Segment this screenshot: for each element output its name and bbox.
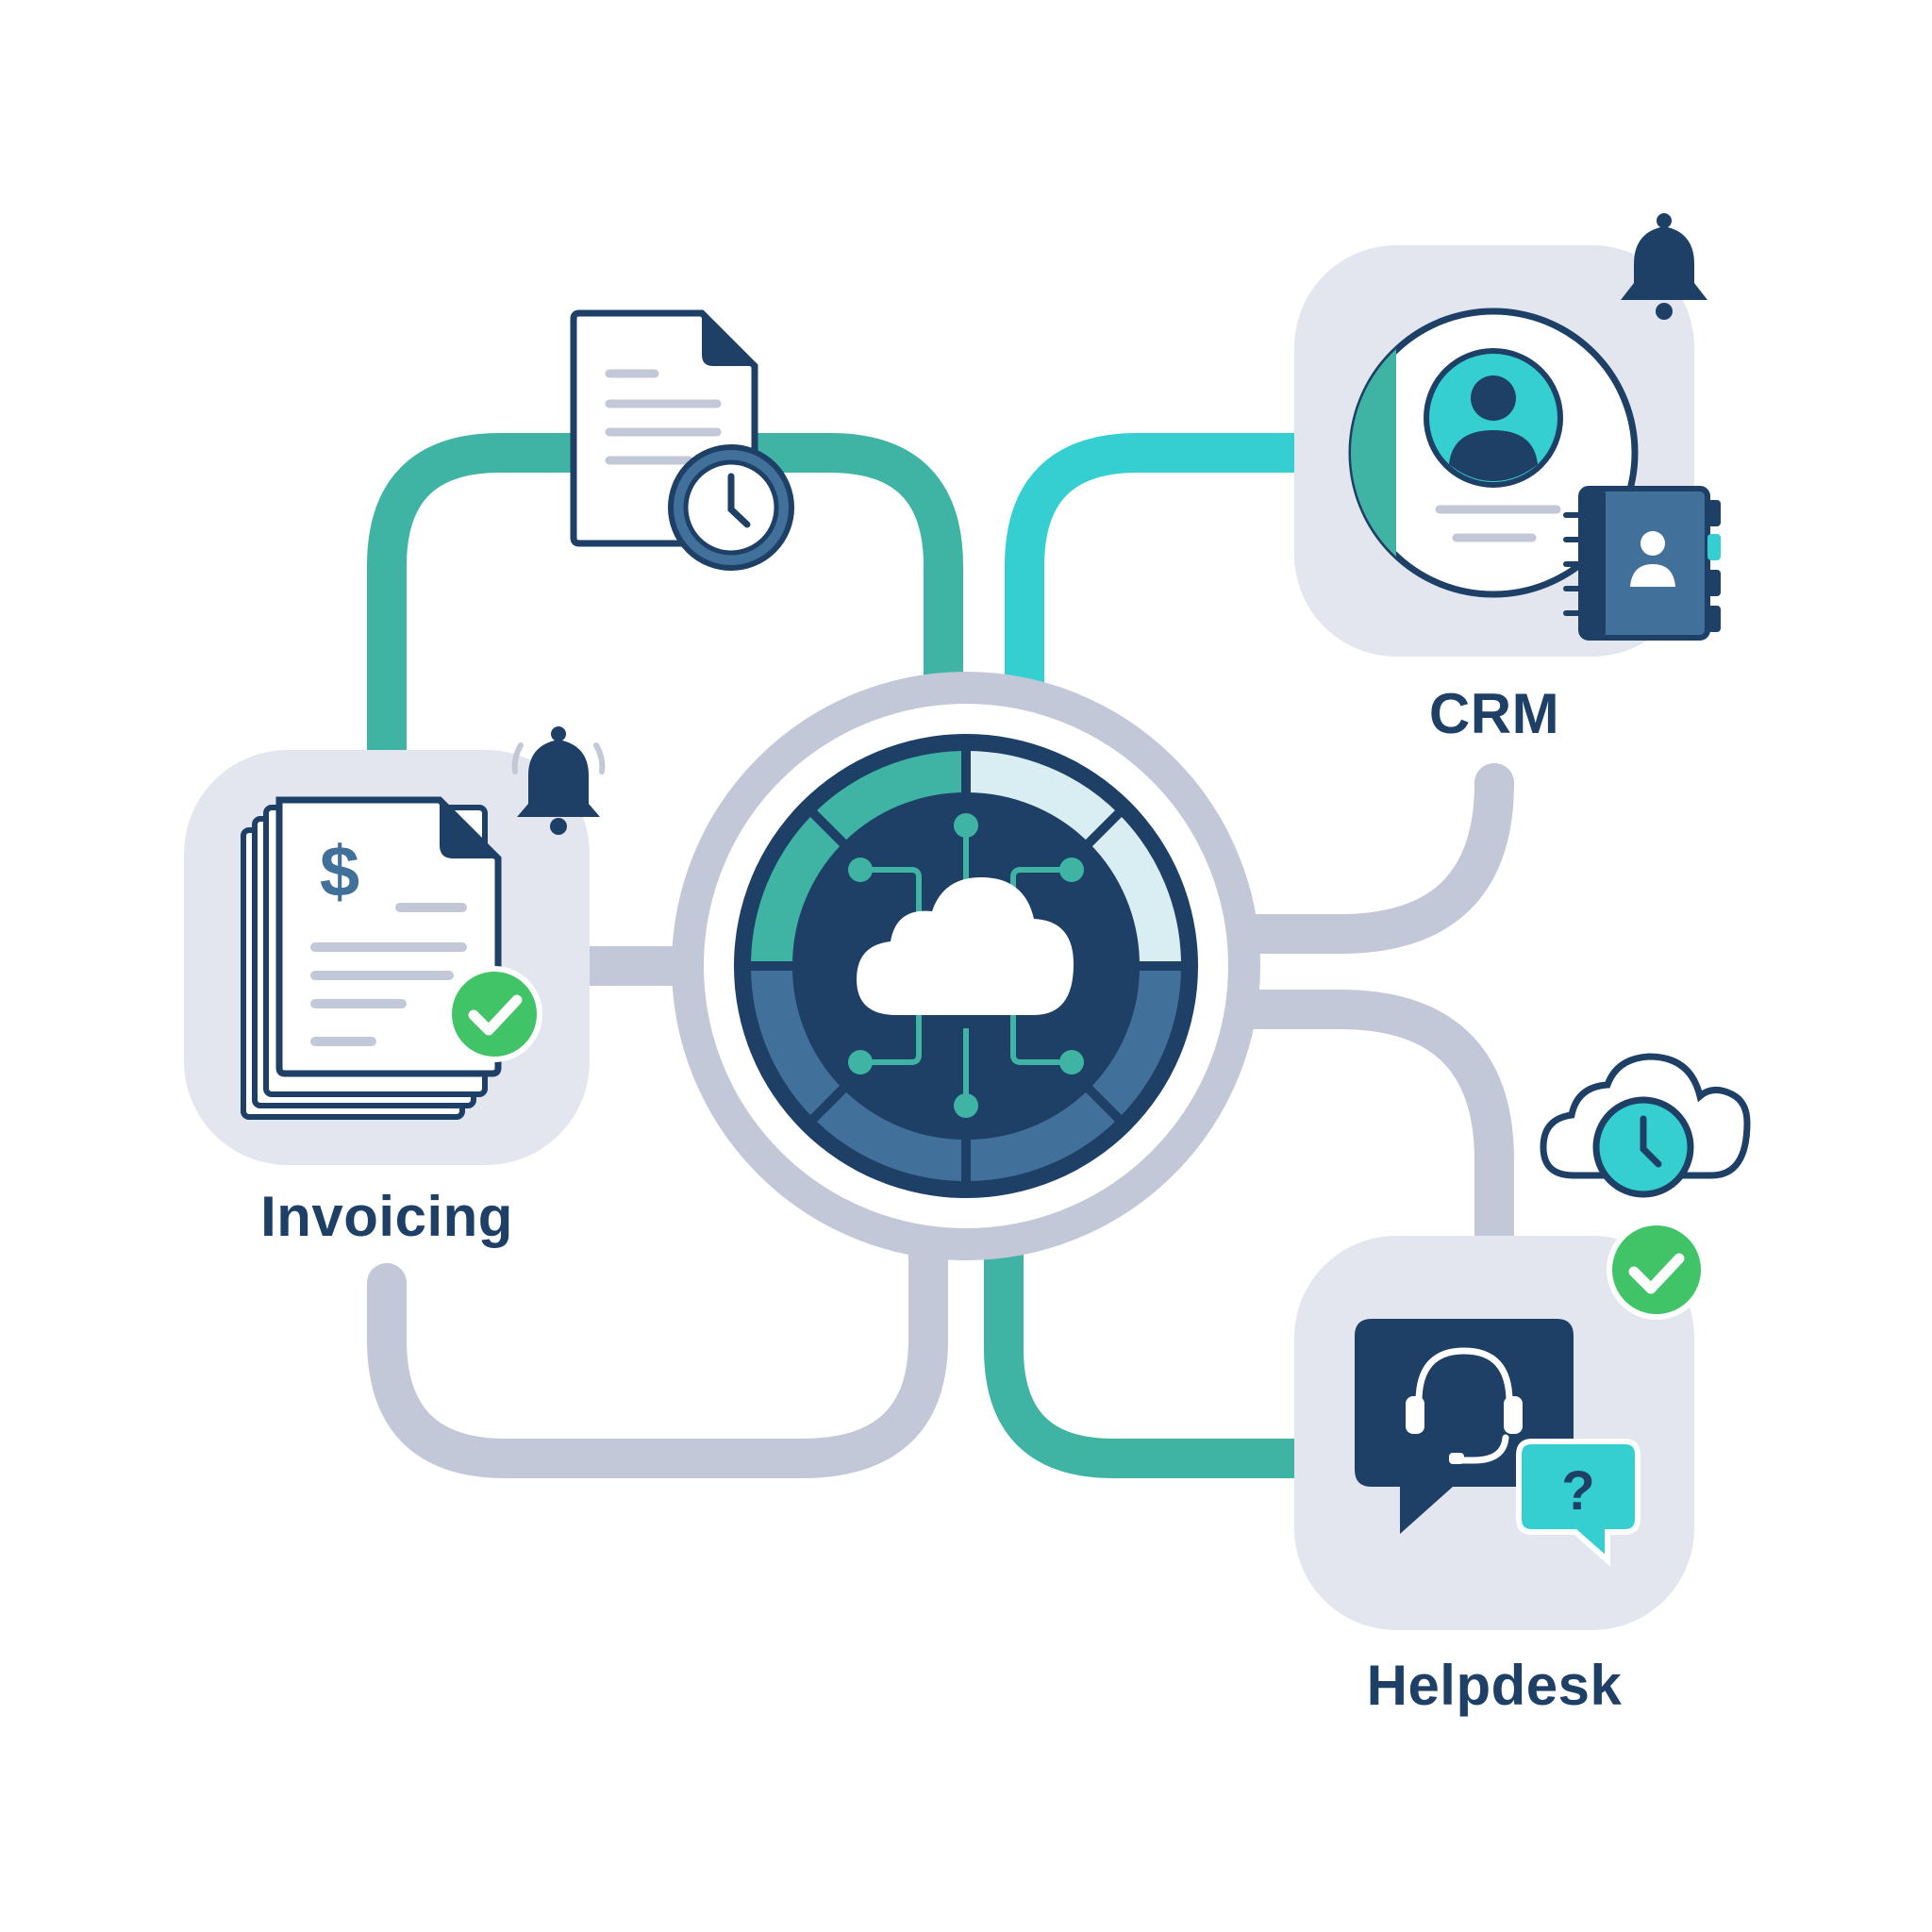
connector-hub-crm-gray — [1216, 763, 1514, 954]
invoicing-label: Invoicing — [260, 1185, 513, 1248]
invoicing-node[interactable]: $ — [184, 726, 606, 1165]
clock-icon — [668, 444, 794, 571]
connector-endcaps — [367, 763, 1514, 1303]
cloud-clock-icon — [1540, 1053, 1751, 1198]
helpdesk-label: Helpdesk — [1366, 1654, 1623, 1717]
circuit-nodes-icon — [848, 813, 1084, 1118]
check-icon — [1607, 1220, 1707, 1320]
connector-bottom-loop-gray — [367, 1207, 948, 1478]
connector-hub-helpdesk-gray — [1216, 990, 1514, 1265]
connector-hub-helpdesk-teal — [984, 1207, 1331, 1478]
check-icon — [446, 966, 542, 1062]
invoice-document-icon: $ — [241, 796, 502, 1120]
contact-book-icon — [1563, 486, 1721, 641]
dollar-symbol: $ — [320, 832, 359, 912]
headset-icon — [1415, 1347, 1513, 1464]
user-avatar-icon — [1348, 308, 1639, 598]
question-symbol: ? — [1561, 1460, 1594, 1522]
bell-icon — [1621, 213, 1707, 320]
hub-segment-ring — [750, 750, 1182, 1182]
question-bubble-icon: ? — [1516, 1439, 1641, 1567]
cloud-icon — [857, 877, 1074, 1015]
bell-icon — [511, 726, 606, 835]
connector-lines — [367, 433, 1514, 1478]
crm-label: CRM — [1428, 682, 1560, 745]
helpdesk-node[interactable]: ? — [1294, 1220, 1707, 1630]
connector-hub-crm-cyan — [1005, 433, 1331, 718]
crm-node[interactable] — [1294, 213, 1721, 657]
central-hub — [672, 672, 1260, 1260]
hub-segment-gaps — [745, 745, 1187, 1187]
clock-icon — [1592, 1096, 1694, 1198]
scheduled-document-icon — [570, 309, 794, 571]
